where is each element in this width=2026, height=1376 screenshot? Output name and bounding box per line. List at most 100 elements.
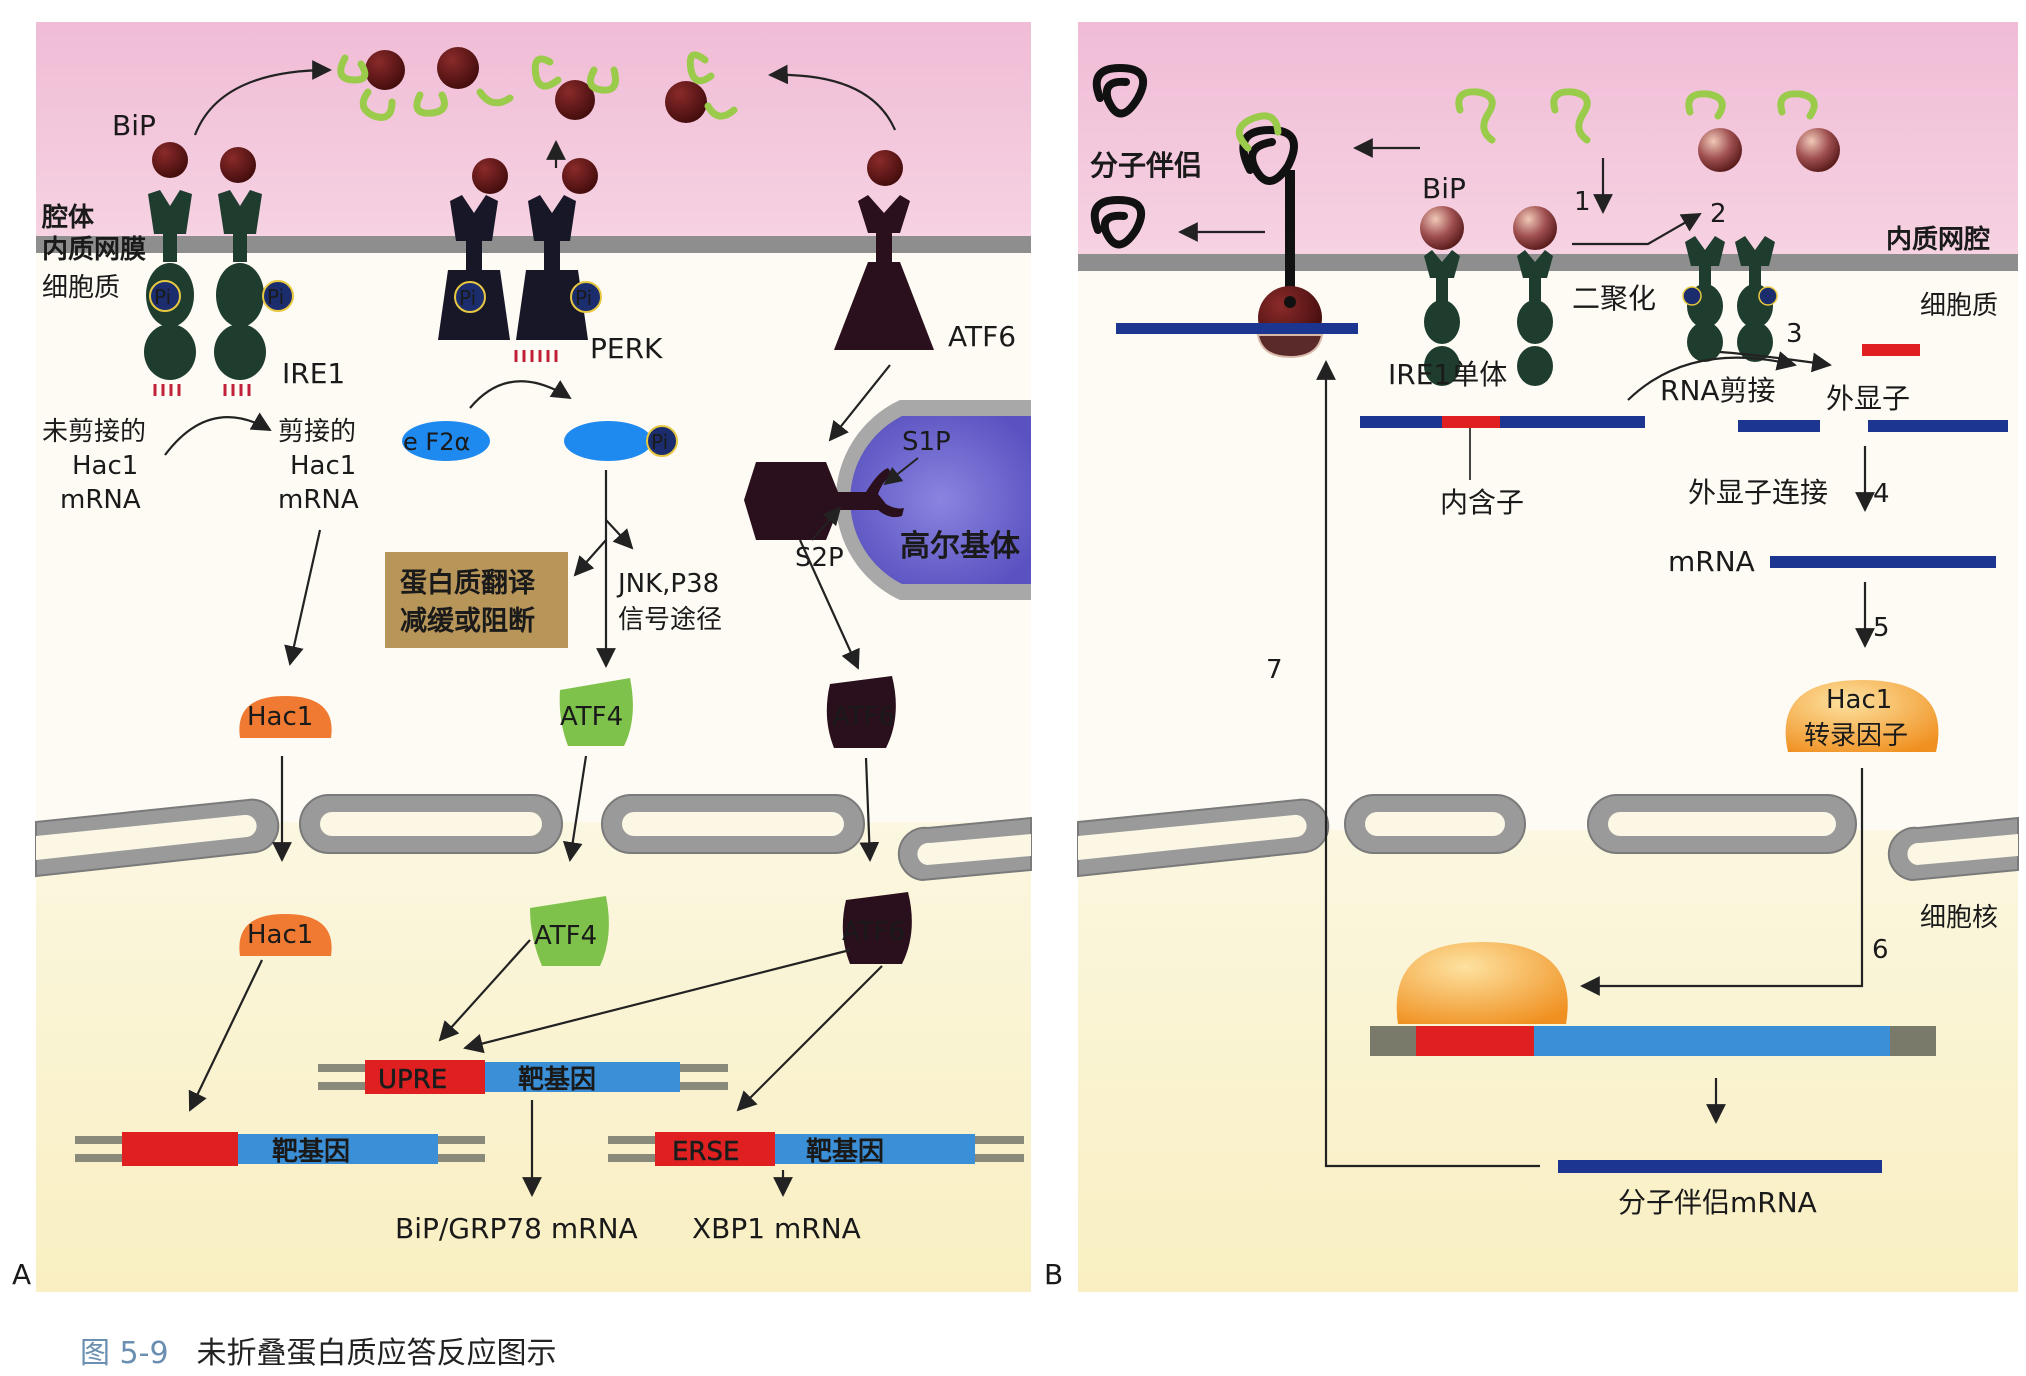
nuclear-envelope-b [1077, 794, 2019, 882]
rna-splice-label: RNA剪接 [1660, 374, 1776, 407]
jnk-label-2: 信号途径 [618, 605, 722, 635]
eif2a-pi [646, 425, 678, 457]
step6-arrow [1580, 768, 1864, 996]
bip-label-b: BiP [1422, 172, 1466, 205]
eif2a-p-shape [564, 421, 652, 461]
hac1-cyto-label: Hac1 [247, 702, 313, 732]
ire1-monomers [1420, 206, 1557, 386]
golgi-label: 高尔基体 [900, 529, 1021, 564]
target-gene-3: 靶基因 [806, 1137, 884, 1167]
atf4-to-upre-arrow [438, 939, 531, 1042]
excised-intron [1862, 344, 1920, 356]
unspliced-1: 未剪接的 [42, 417, 146, 447]
bip-cluster [152, 47, 903, 194]
pi-label-4: Pi [575, 286, 592, 310]
panel-a-er-membrane [36, 236, 1031, 253]
pre-mrna [1360, 416, 1645, 428]
step7-arrow [1316, 360, 1540, 1168]
chaperone-mrna [1558, 1160, 1882, 1173]
pi-label-1: Pi [154, 285, 171, 309]
unfolded-proteins-b [1235, 88, 1818, 152]
atf6-to-golgi-arrow [828, 364, 891, 442]
step2-arrow [1572, 213, 1702, 246]
er-membrane-label: 内质网膜 [42, 235, 146, 265]
cytoplasm-label-b: 细胞质 [1920, 291, 1998, 321]
bip-released-b [1698, 128, 1840, 172]
nuclear-envelope-a [35, 794, 1032, 882]
chaperone-coils [1090, 63, 1298, 249]
atf4-nuc-label: ATF4 [534, 921, 597, 951]
atf6-nuc [842, 892, 912, 964]
dna-hac1 [75, 1132, 485, 1166]
hac1-tf-1: Hac1 [1826, 685, 1892, 715]
exon-label: 外显子 [1826, 382, 1910, 415]
step-6: 6 [1872, 935, 1889, 965]
splice-arc [164, 412, 272, 456]
translation-box-1: 蛋白质翻译 [400, 567, 536, 599]
atf4-cyto-label: ATF4 [560, 702, 623, 732]
bip-label-a: BiP [112, 109, 156, 142]
exon-left [1738, 420, 1820, 432]
spliced-3: mRNA [278, 485, 359, 515]
target-gene-2: 靶基因 [272, 1137, 350, 1167]
pi-label-5: Pi [651, 430, 668, 454]
bip-mrna-label: BiP/GRP78 mRNA [395, 1212, 638, 1245]
step-2: 2 [1710, 199, 1727, 229]
step-1: 1 [1574, 187, 1591, 217]
pi-label-3: Pi [459, 286, 476, 310]
cytoplasm-label-a: 细胞质 [42, 273, 120, 303]
s2p-pointer [811, 506, 842, 541]
s1p-pointer [883, 457, 919, 486]
dna-erse [608, 1132, 1024, 1166]
ire1-label: IRE1 [282, 357, 345, 390]
hac1-nuc-label: Hac1 [247, 920, 313, 950]
atf4-import-arrow [562, 755, 588, 862]
atf6-golgi [744, 462, 904, 540]
er-mrna-left [1116, 323, 1358, 334]
mrna-label: mRNA [1668, 545, 1755, 578]
eif2a-arc [469, 380, 572, 409]
golgi [835, 400, 1031, 600]
bip-release-arrow-2 [768, 64, 897, 131]
atf6-label-receptor: ATF6 [948, 320, 1016, 353]
atf6-receptor [834, 195, 934, 350]
figure-number: 图 5-9 [80, 1336, 169, 1371]
atf6-to-erse-arrow [736, 965, 883, 1112]
ire1-red-marks [153, 384, 251, 396]
pi-label-2: Pi [267, 285, 284, 309]
dna-b [1370, 1026, 1936, 1056]
hac1-nuc [239, 914, 332, 956]
panel-b: 分子伴侣 BiP IRE1单体 [1044, 22, 2019, 1292]
atf6-cyto [826, 676, 896, 748]
atf6-to-upre-arrow [463, 948, 851, 1054]
panel-b-nucleus [1078, 830, 2018, 1292]
atf4-nuc [530, 896, 609, 966]
exon-arc [1719, 350, 1832, 373]
unspliced-2: Hac1 [72, 451, 138, 481]
perk-red-marks [514, 350, 558, 362]
step-3: 3 [1786, 319, 1803, 349]
figure-caption-text: 未折叠蛋白质应答反应图示 [196, 1336, 557, 1371]
dimerize-label: 二聚化 [1572, 282, 1656, 315]
lumen-label: 腔体 [41, 203, 95, 233]
unspliced-3: mRNA [60, 485, 141, 515]
translation-box-2: 减缓或阻断 [400, 606, 535, 637]
block-arrow [573, 539, 607, 577]
hac1-tf-shape [1785, 680, 1939, 752]
chaperone-mrna-label: 分子伴侣mRNA [1618, 1186, 1817, 1219]
eif2a-shape [402, 421, 490, 461]
step-7: 7 [1266, 655, 1283, 685]
spliced-2: Hac1 [290, 451, 356, 481]
er-lumen-label: 内质网腔 [1886, 225, 1990, 255]
hac1-cyto [239, 696, 332, 738]
hac1-tf-2: 转录因子 [1804, 721, 1908, 751]
translation-box [385, 552, 568, 648]
atf6-cleaved-arrow [798, 539, 860, 670]
hac1-to-dna-arrow [188, 959, 263, 1112]
jnk-label-1: JNK,P38 [616, 569, 719, 599]
pi-perk [454, 281, 602, 313]
eif2a-label: e F2α [403, 428, 470, 456]
intron-label: 内含子 [1440, 486, 1524, 519]
atf6-import-arrow [859, 757, 880, 862]
upre-label: UPRE [378, 1065, 447, 1095]
